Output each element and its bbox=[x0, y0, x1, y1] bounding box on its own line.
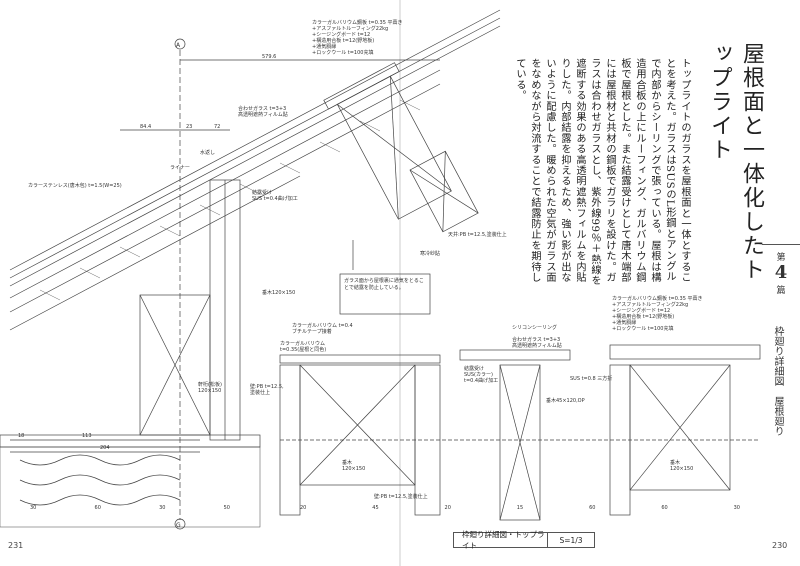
page-number-left: 231 bbox=[8, 541, 24, 550]
beam-label: 垂木120×150 bbox=[262, 290, 296, 296]
gutter bbox=[399, 0, 401, 566]
dim-mid-3: 72 bbox=[214, 124, 221, 130]
section-label-1: 枠廻り詳細図 bbox=[772, 326, 783, 386]
water-drip-label: 水返し bbox=[200, 150, 216, 156]
condensation-label: 結露受け SUS t=0.4曲げ加工 bbox=[252, 190, 298, 202]
strut-label: 垂木45×120,OP bbox=[546, 398, 585, 404]
note-box: ガラス面から屋根裏に通気をとることで結露を防止している。 bbox=[344, 278, 424, 291]
callout-right: カラーガルバリウム鋼板 t=0.35 平葺き +アスファルトルーフィング22kg… bbox=[612, 296, 703, 332]
side-rule bbox=[762, 244, 800, 245]
body-text: トップライトのガラスを屋根面と一体とすることを考えた。ガラスはSUSのL形鋼とア… bbox=[514, 58, 690, 286]
grain-label: 寒冷紗貼 bbox=[420, 251, 441, 257]
sec-label-cond: 結露受け SUS(カラー) t=0.4曲げ加工 bbox=[464, 366, 499, 384]
rafter-bottom-label-2: 垂木 120×150 bbox=[670, 460, 694, 472]
liner-label: ライナー bbox=[170, 165, 190, 171]
sec-label-galv: カラーガルバリウム t=0.4 ブチルテープ接着 bbox=[292, 323, 353, 335]
dim-mid-1: 84.4 bbox=[140, 124, 152, 130]
page-title: 屋根面と一体化したトップライト bbox=[707, 42, 764, 282]
sec-label-glass: 合わせガラス t=3+3 高透明遮熱フィルム貼 bbox=[512, 337, 562, 349]
rafter-bottom-label: 垂木 120×150 bbox=[342, 460, 366, 472]
callout-top: カラーガルバリウム鋼板 t=0.35 平葺き +アスファルトルーフィング22kg… bbox=[312, 20, 403, 56]
dim-bottom-2: 113 bbox=[82, 433, 92, 439]
dim-bottom-3: 204 bbox=[100, 445, 110, 451]
ceiling-label: 天井:PB t=12.5,塗装仕上 bbox=[448, 232, 507, 238]
sec-label-galv2: カラーガルバリウム t=0.35(屋根と同色) bbox=[280, 341, 327, 353]
chapter-suffix: 篇 bbox=[776, 286, 786, 296]
caption-label: 枠廻り詳細図・トップライト bbox=[454, 530, 548, 550]
dim-mid-2: 23 bbox=[186, 124, 193, 130]
sealing-label: シリコンシーリング bbox=[512, 325, 558, 331]
grid-mark-top: A bbox=[176, 42, 181, 49]
wall-label: 壁:PB t=12.5, 塗装仕上 bbox=[250, 384, 284, 396]
section-label-2: 屋根廻り bbox=[772, 396, 783, 436]
chapter-marker: 第 4 篇 bbox=[763, 250, 799, 296]
caption-scale: S=1/3 bbox=[559, 535, 583, 545]
grid-mark-bottom: G bbox=[176, 522, 181, 529]
chapter-number: 4 bbox=[774, 262, 788, 283]
chapter-prefix: 第 bbox=[776, 253, 786, 263]
sec-dims: 20 45 20 15 60 60 30 bbox=[300, 505, 740, 511]
stainless-label: カラーステンレス(唐木包) t=1.5(W=25) bbox=[28, 183, 122, 189]
dim-bottom-1: 18 bbox=[18, 433, 25, 439]
flange-label: 軒桁(松板) 120×150 bbox=[198, 382, 222, 394]
figure-caption: 枠廻り詳細図・トップライト S=1/3 bbox=[453, 530, 595, 550]
sus-angle-label: SUS t=0.8 三方折 bbox=[570, 376, 613, 382]
wall-bottom-label: 壁:PB t=12.5,塗装仕上 bbox=[374, 494, 428, 500]
glass-note: 合わせガラス t=3+3 高透明遮熱フィルム貼 bbox=[238, 106, 288, 118]
dim-top: 579.6 bbox=[262, 54, 277, 60]
page-number-right: 230 bbox=[772, 541, 788, 550]
bottom-row-dims: 30 60 30 50 bbox=[30, 505, 230, 511]
